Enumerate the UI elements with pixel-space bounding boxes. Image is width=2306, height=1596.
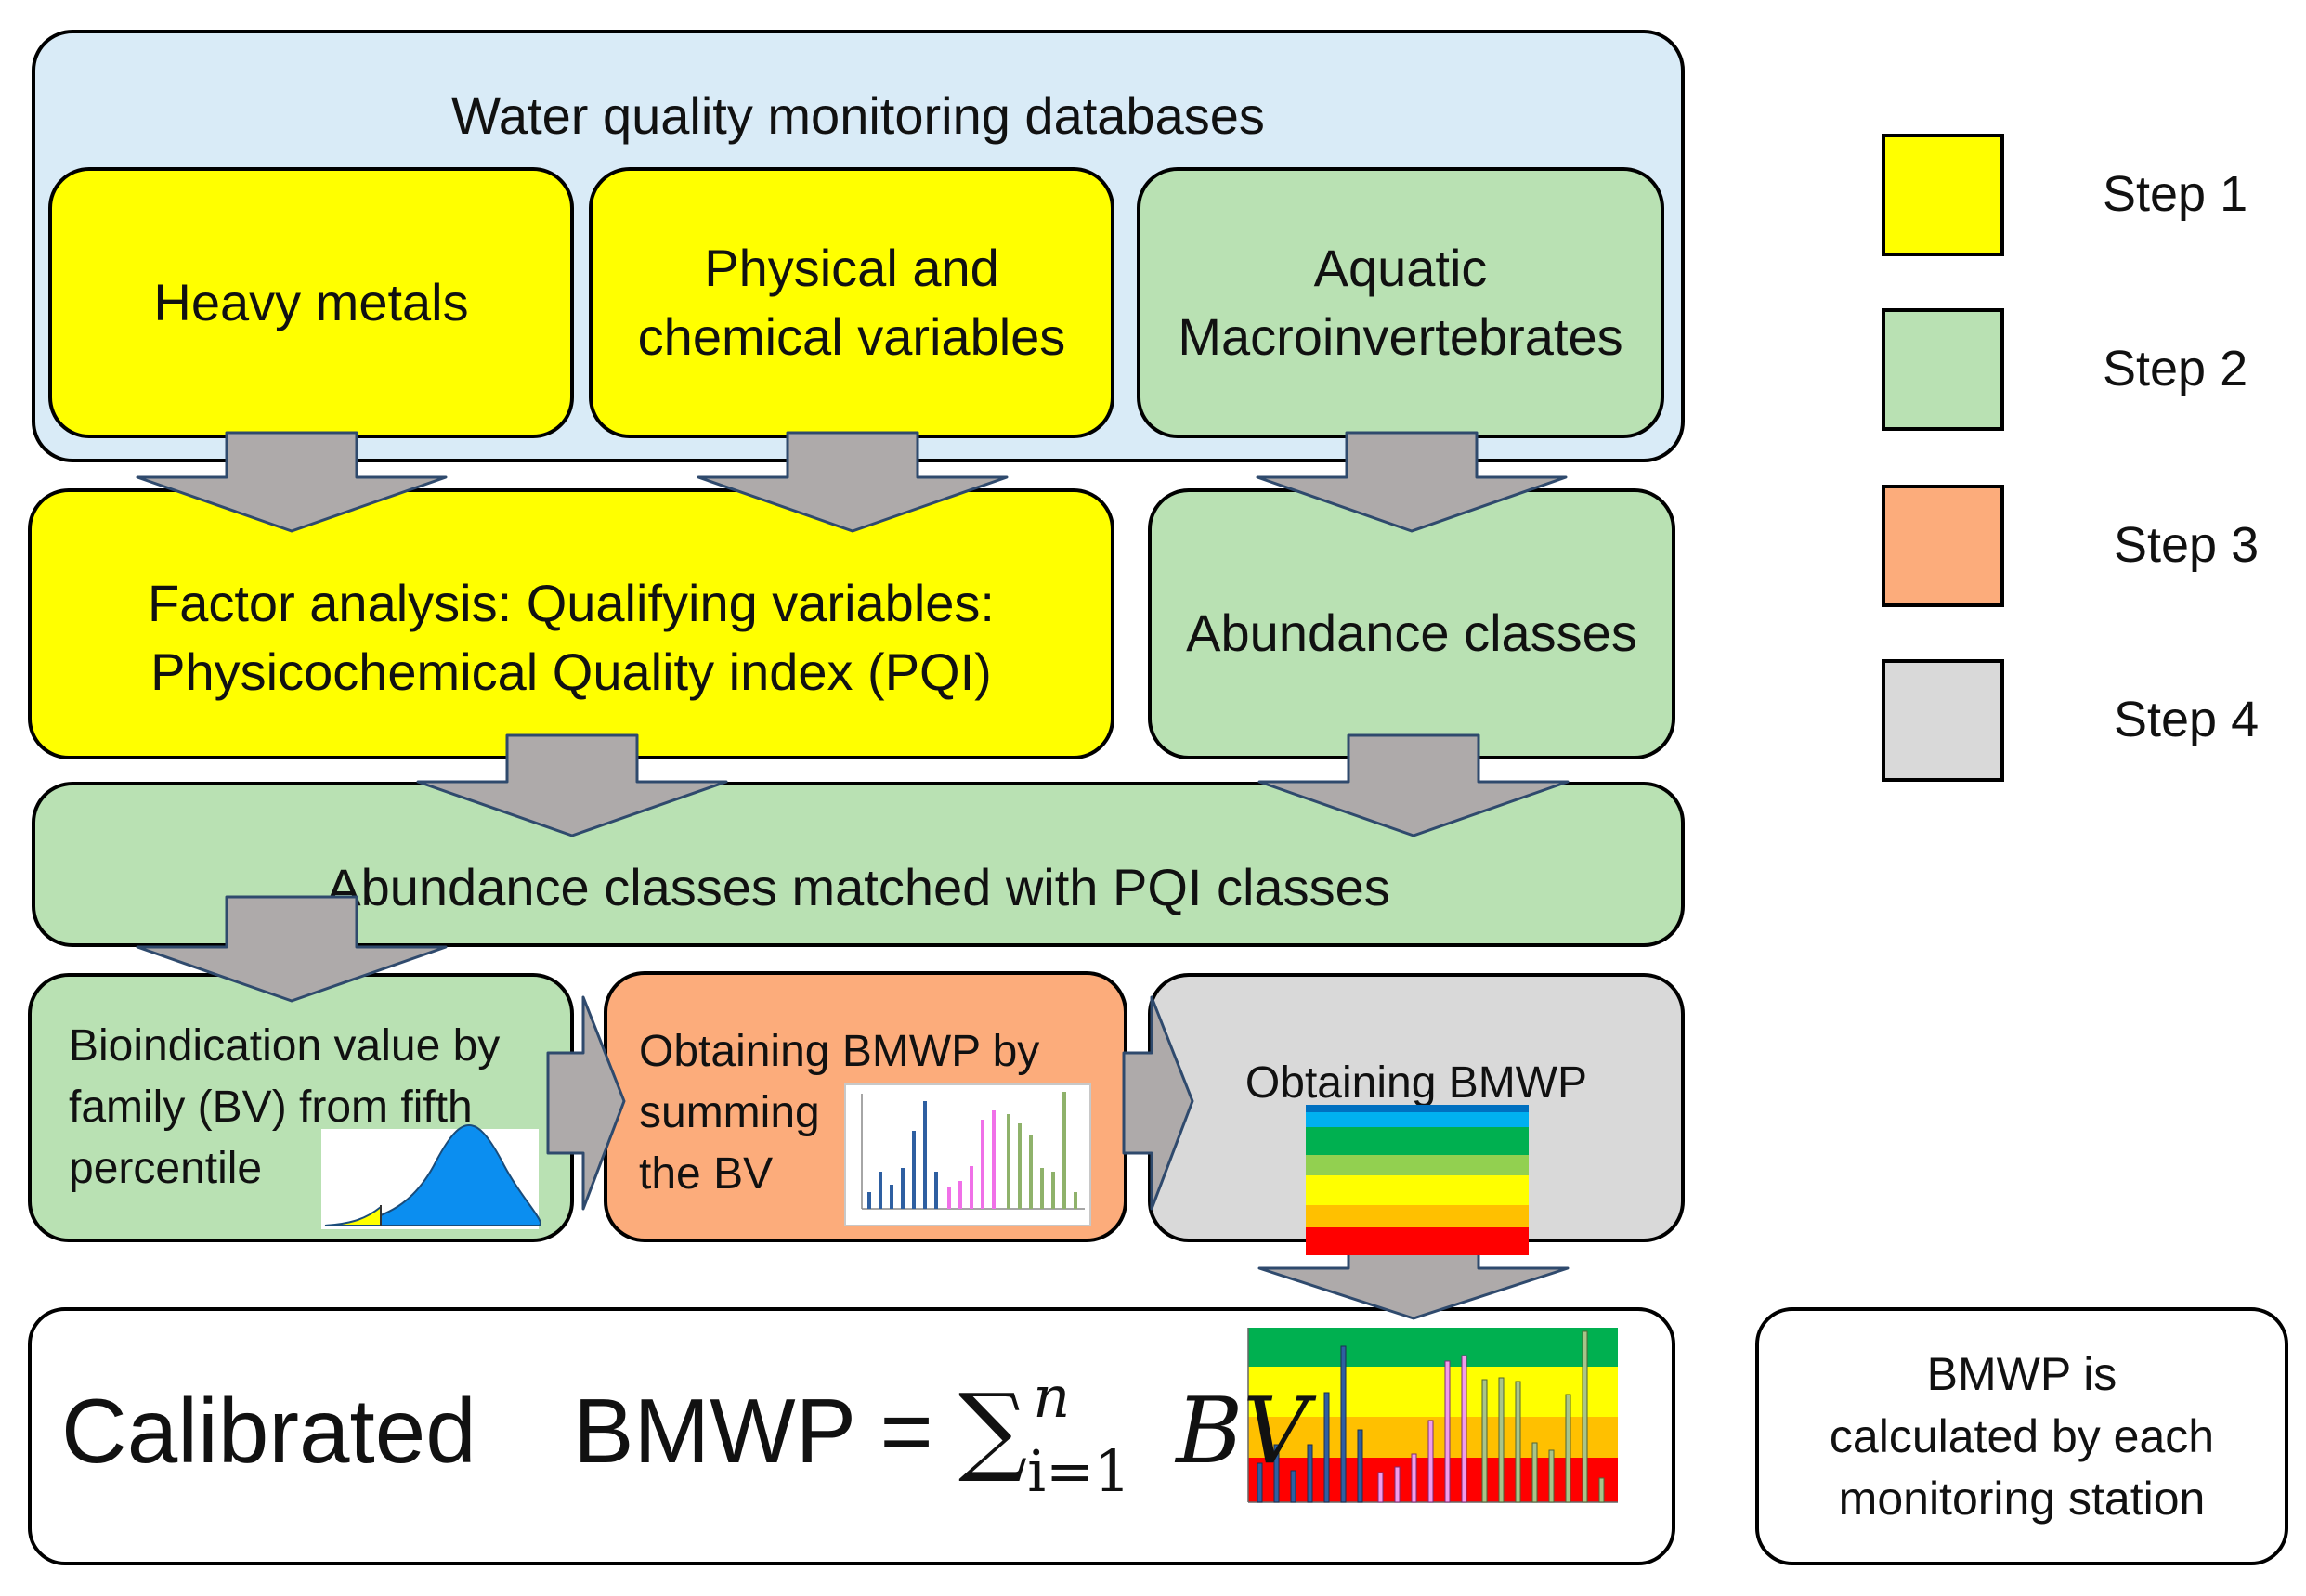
- obtaining-line-2: summing: [639, 1088, 820, 1138]
- heavy-metals-label: Heavy metals: [153, 273, 469, 332]
- note-line-2: calculated by each: [1829, 1409, 2215, 1462]
- legend-swatch-step-2: [1882, 308, 2004, 431]
- formula-word: Calibrated: [61, 1380, 476, 1482]
- categories-line-1: Obtaining BMWP: [1244, 1058, 1588, 1108]
- factor-line-2: Physicochemical Quality index (PQI): [150, 642, 992, 701]
- sum-symbol: ∑: [958, 1372, 1028, 1486]
- abundance-classes-box: Abundance classes: [1148, 488, 1675, 759]
- band-yellow: [1306, 1175, 1529, 1205]
- band-orange: [1306, 1205, 1529, 1227]
- down-arrow-heavy-metals: [136, 431, 448, 533]
- physchem-box: Physical and chemical variables: [589, 167, 1114, 438]
- note-line-1: BMWP is: [1926, 1347, 2117, 1400]
- legend-swatch-step-1: [1882, 134, 2004, 256]
- right-arrow-obtaining: [1122, 995, 1194, 1211]
- station-note-box: BMWP is calculated by each monitoring st…: [1755, 1307, 2288, 1565]
- note-line-3: monitoring station: [1838, 1472, 2206, 1525]
- bioindication-line-2: family (BV) from fifth: [69, 1083, 473, 1133]
- databases-title: Water quality monitoring databases: [451, 86, 1265, 145]
- band-dark-blue: [1306, 1105, 1529, 1112]
- legend-label-step-4: Step 4: [2114, 692, 2260, 747]
- bar-chart-thumbnail: [844, 1083, 1091, 1226]
- band-light-blue: [1306, 1112, 1529, 1127]
- down-arrow-physchem: [697, 431, 1009, 533]
- down-arrow-macro: [1256, 431, 1568, 533]
- legend-label-step-1: Step 1: [2103, 166, 2248, 222]
- physchem-label-2: chemical variables: [637, 307, 1066, 366]
- macro-label-1: Aquatic: [1313, 239, 1488, 298]
- down-arrow-matched: [136, 895, 448, 1003]
- formula-lhs: BMWP =: [573, 1380, 933, 1482]
- factor-analysis-box: Factor analysis: Qualifying variables: P…: [28, 488, 1114, 759]
- band-red: [1306, 1227, 1529, 1255]
- band-light-green: [1306, 1155, 1529, 1175]
- matched-label: Abundance classes matched with PQI class…: [326, 858, 1390, 917]
- legend-label-step-3: Step 3: [2114, 517, 2260, 573]
- sum-lower: i=1: [1027, 1437, 1131, 1506]
- abundance-label: Abundance classes: [1186, 603, 1637, 663]
- band-green: [1306, 1127, 1529, 1155]
- bioindication-line-1: Bioindication value by: [69, 1021, 501, 1070]
- bioindication-line-3: percentile: [69, 1144, 263, 1194]
- category-bands: [1306, 1105, 1529, 1255]
- sum-upper: n: [1033, 1363, 1071, 1432]
- normal-distribution-thumbnail: [321, 1123, 541, 1229]
- down-arrow-factor: [416, 733, 728, 837]
- legend-label-step-2: Step 2: [2103, 341, 2248, 396]
- calibrated-bar-chart-thumbnail: [1213, 1322, 1622, 1541]
- right-arrow-bioindication: [546, 995, 626, 1211]
- obtaining-line-1: Obtaining BMWP by: [639, 1027, 1040, 1076]
- physchem-label-1: Physical and: [704, 239, 999, 298]
- formula-term: BV: [1176, 1379, 1309, 1485]
- factor-line-1: Factor analysis: Qualifying variables:: [148, 574, 995, 633]
- legend-swatch-step-4: [1882, 659, 2004, 782]
- legend-swatch-step-3: [1882, 485, 2004, 607]
- macro-label-2: Macroinvertebrates: [1178, 307, 1623, 366]
- obtaining-line-3: the BV: [639, 1149, 774, 1200]
- down-arrow-abundance: [1257, 733, 1570, 837]
